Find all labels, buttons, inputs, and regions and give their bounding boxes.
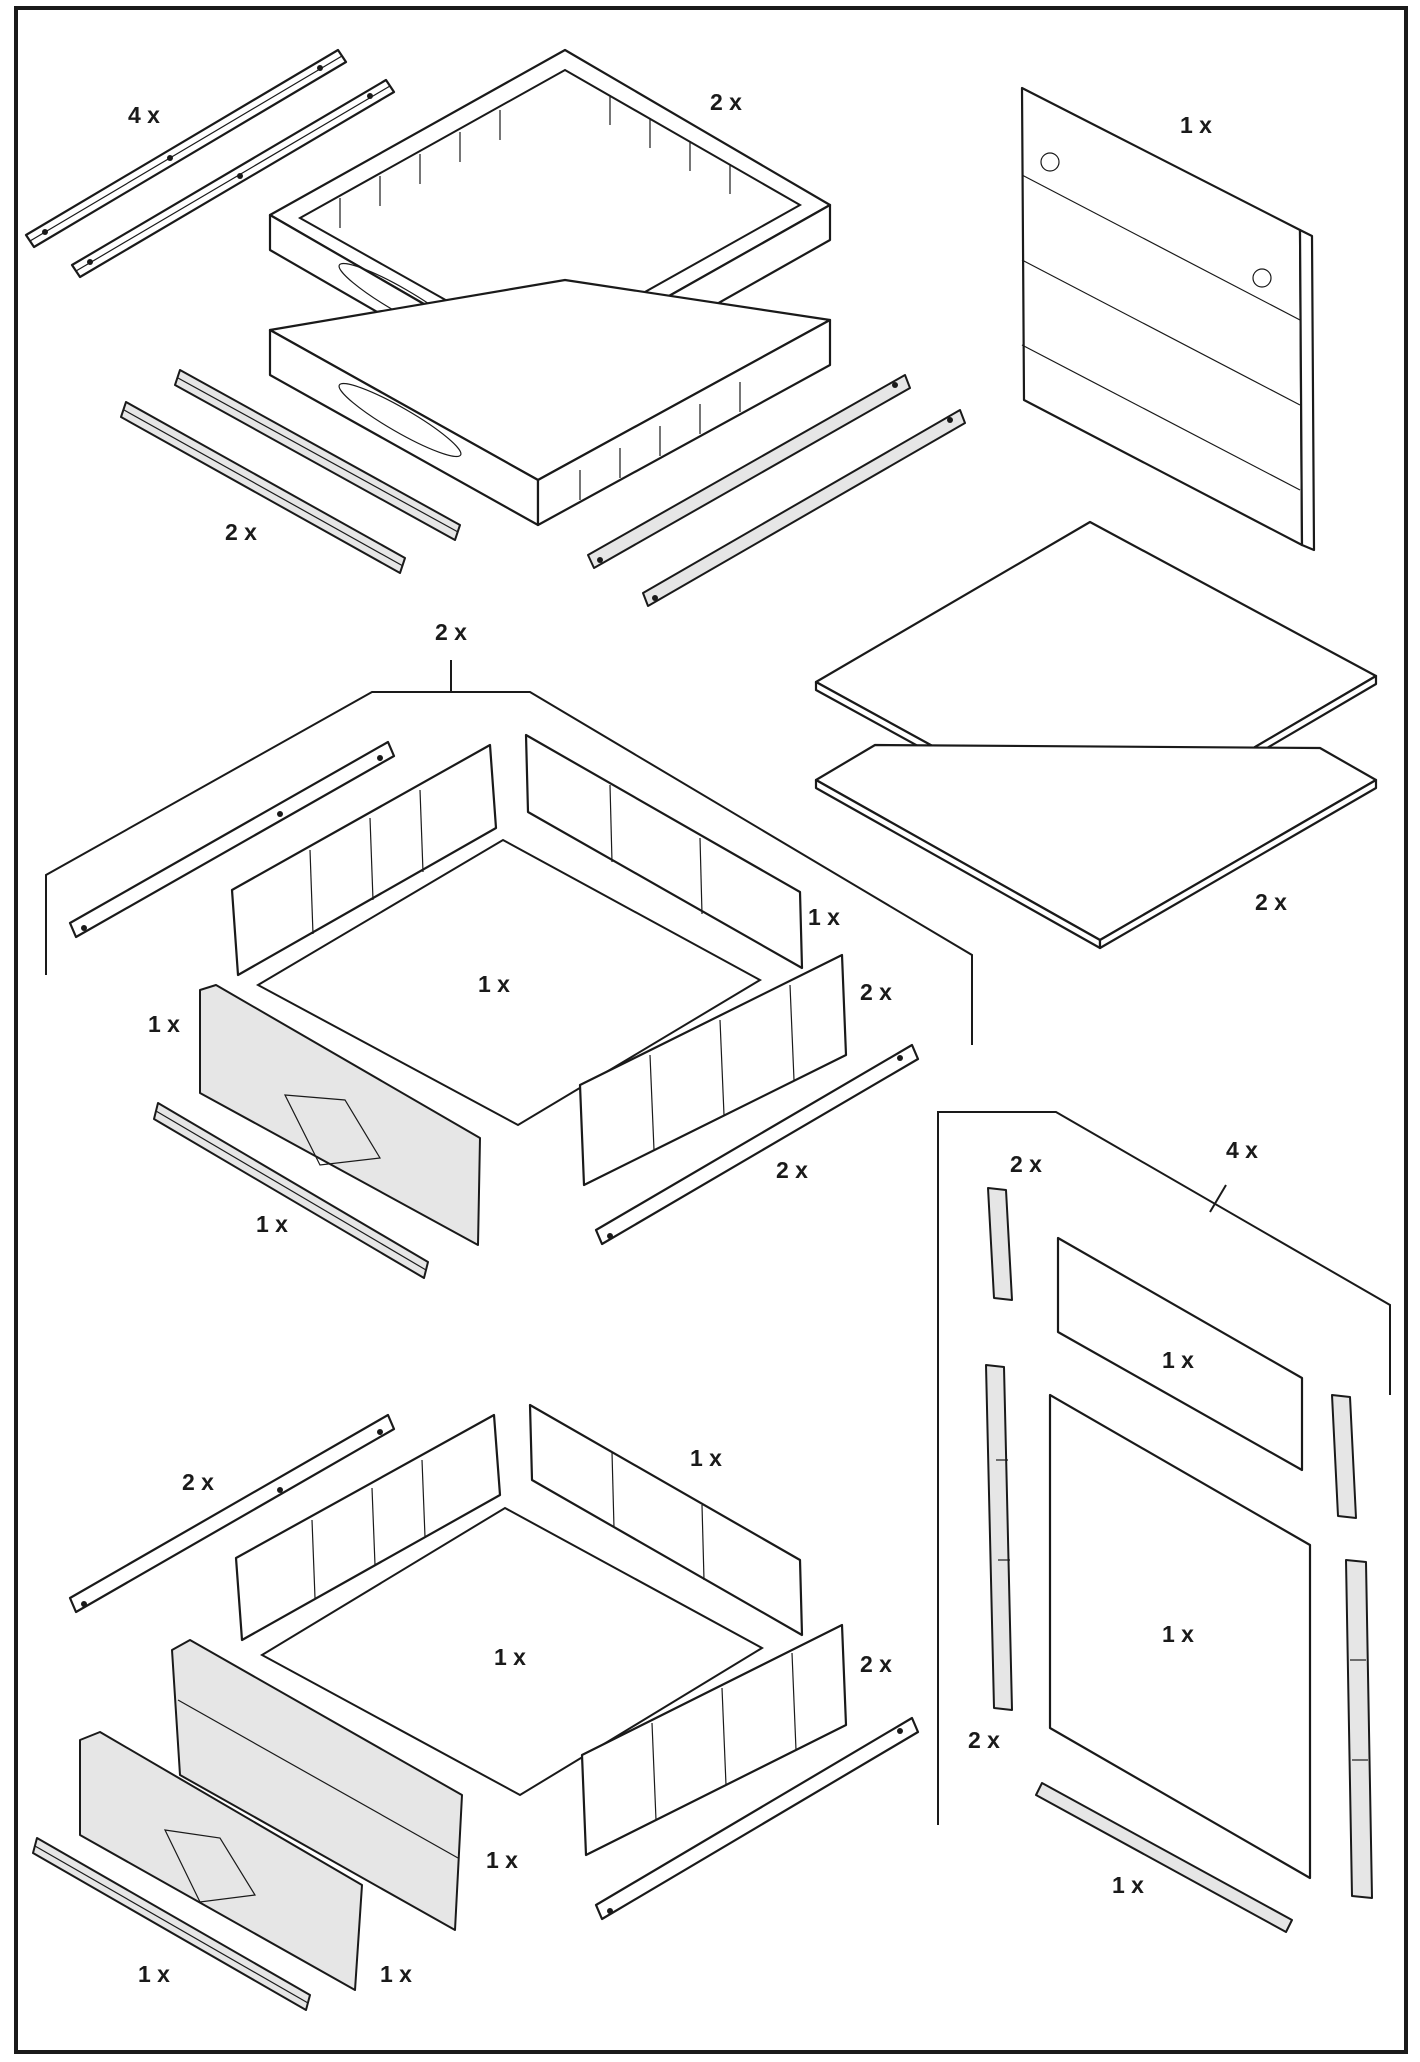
qty-door-main-panel: 1 x (1162, 1621, 1194, 1647)
channel-rail-left-a (174, 369, 461, 541)
d1-front-panel (199, 984, 481, 1246)
frame-lower (268, 278, 832, 527)
d2-front-outer (79, 1731, 363, 1991)
qty-d2-front-inner: 1 x (486, 1847, 518, 1873)
shelf-lower (814, 743, 1378, 950)
qty-door-hinge-top: 2 x (1010, 1151, 1042, 1177)
qty-door-group: 4 x (1226, 1137, 1258, 1163)
channel-rail-right-a (587, 374, 911, 569)
qty-frames-top: 2 x (710, 89, 742, 115)
d2-right-rail (594, 1716, 920, 1921)
d1-right-side (578, 953, 848, 1187)
qty-d2-front-outer: 1 x (380, 1961, 412, 1987)
door-main-panel (1048, 1393, 1312, 1880)
qty-drawer-group-1: 2 x (435, 619, 467, 645)
d2-left-rail (68, 1413, 396, 1614)
qty-door-hinge-long: 2 x (968, 1727, 1000, 1753)
qty-shelves: 2 x (1255, 889, 1287, 915)
door-hinge-top-right (1331, 1394, 1357, 1519)
qty-d1-right-rail: 2 x (776, 1157, 808, 1183)
qty-d1-bottom: 1 x (478, 971, 510, 997)
channel-rail-right-b (642, 409, 966, 607)
qty-d1-front-rail: 1 x (256, 1211, 288, 1237)
qty-d2-back: 1 x (690, 1445, 722, 1471)
back-panel (1020, 86, 1316, 552)
d1-back-left-side (230, 743, 498, 977)
qty-door-top-panel: 1 x (1162, 1347, 1194, 1373)
d2-front-rail (32, 1837, 311, 2011)
d2-bottom-panel (259, 1506, 765, 1797)
d1-bottom-panel (255, 838, 763, 1127)
qty-d1-side-right: 2 x (860, 979, 892, 1005)
qty-d2-side-right: 2 x (860, 1651, 892, 1677)
d1-front-rail (153, 1102, 429, 1279)
flat-rail-top-left-a (24, 48, 348, 249)
flat-rail-top-left-b (70, 78, 396, 279)
d1-back-right-side (524, 733, 804, 970)
qty-rails-under-frames: 2 x (225, 519, 257, 545)
qty-d1-back-side: 1 x (808, 904, 840, 930)
channel-rail-left-b (120, 401, 406, 574)
sheet-border (14, 6, 1408, 2054)
d2-back-left-side (234, 1413, 502, 1642)
door-hinge-long-left (985, 1364, 1013, 1711)
door-top-panel (1056, 1236, 1304, 1472)
qty-d1-front: 1 x (148, 1011, 180, 1037)
qty-door-rail: 1 x (1112, 1872, 1144, 1898)
door-hinge-long-right (1345, 1559, 1373, 1899)
d1-left-rail (68, 740, 396, 939)
door-bottom-rail (1035, 1782, 1293, 1933)
qty-rails-top-left: 4 x (128, 102, 160, 128)
bracket-door-group-stem (1209, 1184, 1227, 1213)
qty-back-panel: 1 x (1180, 112, 1212, 138)
bracket-door-group (937, 1111, 1391, 1825)
qty-d2-front-rail: 1 x (138, 1961, 170, 1987)
qty-d2-bottom: 1 x (494, 1644, 526, 1670)
d1-right-rail (594, 1043, 920, 1246)
door-hinge-top-left (987, 1187, 1013, 1301)
qty-d2-left-rail: 2 x (182, 1469, 214, 1495)
d2-front-inner (171, 1639, 463, 1931)
d2-back-right-side (528, 1403, 804, 1637)
d2-right-side (580, 1623, 848, 1857)
